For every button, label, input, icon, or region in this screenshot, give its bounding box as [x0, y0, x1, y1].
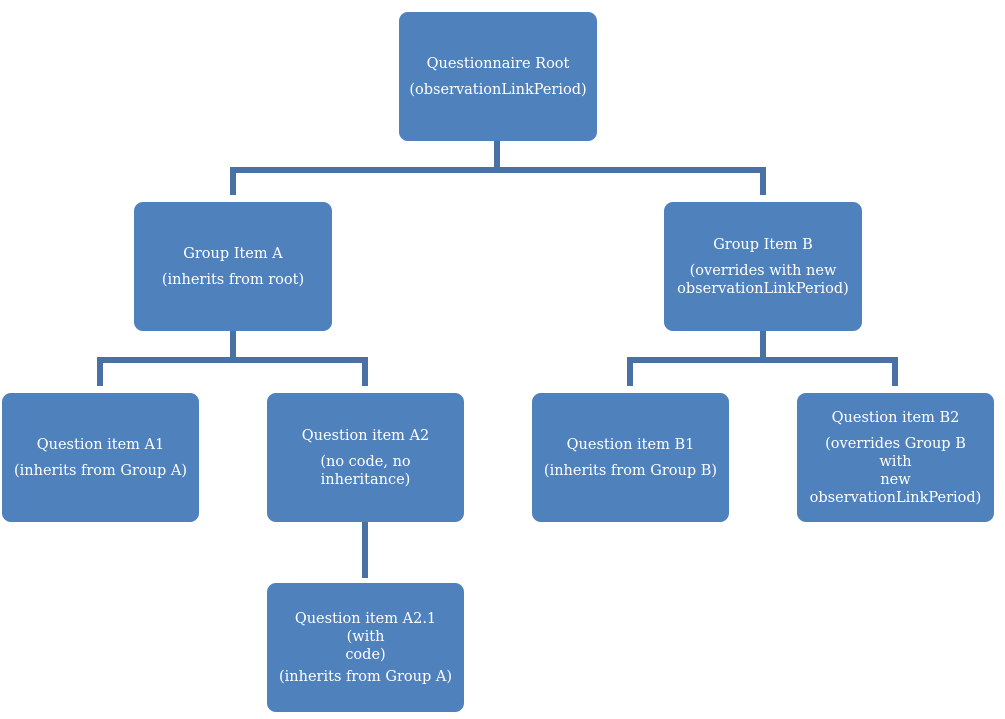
- node-question-item-a2-1: Question item A2.1 (with code) (inherits…: [267, 583, 464, 712]
- node-title: Question item B1: [566, 436, 695, 453]
- node-detail-cont: new: [880, 471, 911, 488]
- node-question-item-a1: Question item A1 (inherits from Group A): [2, 393, 199, 522]
- node-detail: (inherits from Group A): [14, 462, 187, 479]
- node-question-item-b2: Question item B2 (overrides Group B with…: [797, 393, 994, 522]
- node-detail-cont: observationLinkPeriod): [677, 280, 849, 297]
- node-title: Question item B2: [831, 409, 960, 426]
- node-detail: (inherits from Group A): [279, 668, 452, 685]
- node-title: Question item A1: [36, 436, 165, 453]
- node-title: Question item A2.1 (with: [294, 610, 437, 645]
- connector-root-to-groups: [230, 141, 766, 195]
- node-title-cont: code): [345, 646, 386, 663]
- node-question-item-b1: Question item B1 (inherits from Group B): [532, 393, 729, 522]
- node-detail: (observationLinkPeriod): [409, 81, 587, 98]
- connector-group-b-to-questions: [627, 331, 898, 386]
- node-title: Group Item A: [183, 245, 283, 262]
- node-group-item-a: Group Item A (inherits from root): [134, 202, 332, 331]
- node-title: Group Item B: [713, 236, 813, 253]
- node-questionnaire-root: Questionnaire Root (observationLinkPerio…: [399, 12, 597, 141]
- node-title: Questionnaire Root: [426, 55, 570, 72]
- node-detail: (overrides Group B with: [825, 435, 966, 470]
- node-title: Question item A2: [301, 427, 430, 444]
- node-question-item-a2: Question item A2 (no code, no inheritanc…: [267, 393, 464, 522]
- node-detail: (inherits from Group B): [543, 462, 718, 479]
- node-group-item-b: Group Item B (overrides with new observa…: [664, 202, 862, 331]
- connector-group-a-to-questions: [97, 331, 368, 386]
- node-detail: (inherits from root): [161, 271, 305, 288]
- node-detail: (no code, no inheritance): [320, 453, 411, 488]
- node-detail-cont: observationLinkPeriod): [809, 489, 982, 506]
- node-detail: (overrides with new: [689, 262, 837, 279]
